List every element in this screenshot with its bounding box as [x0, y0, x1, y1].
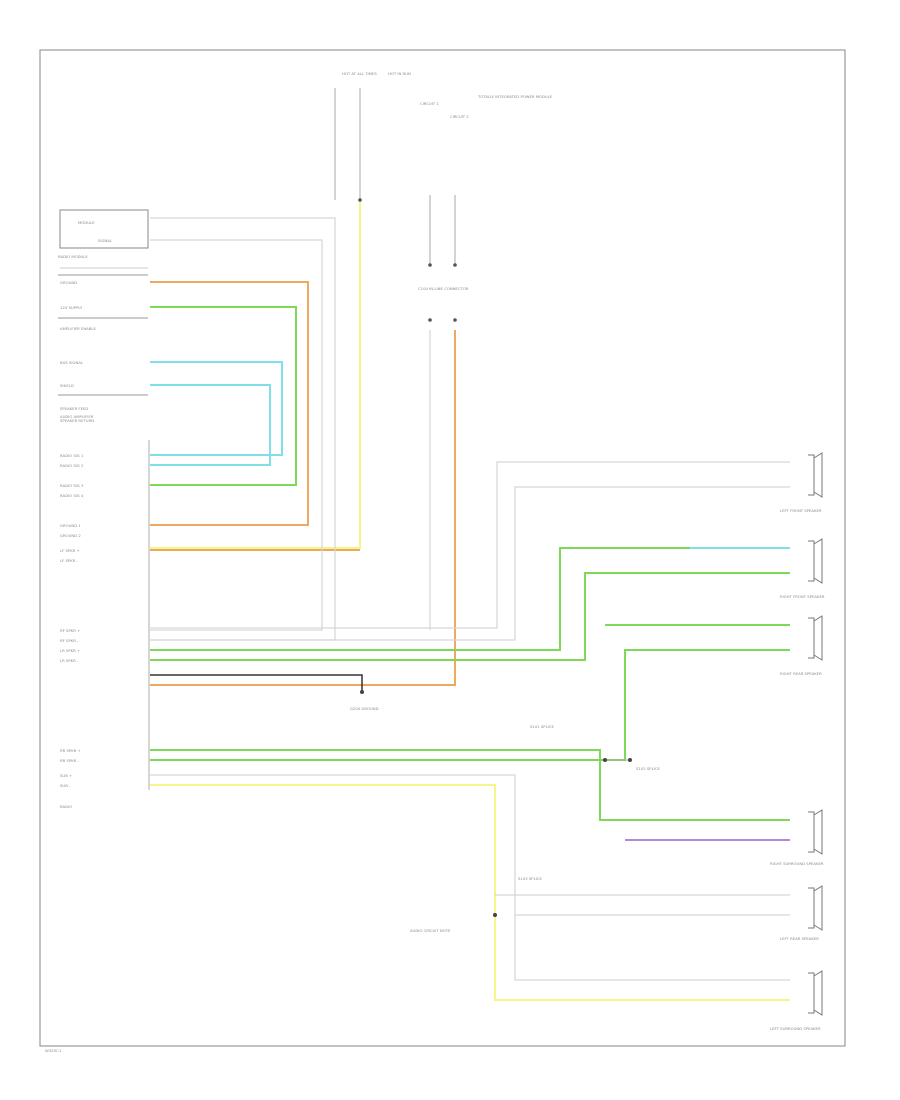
c100-pin-1	[428, 263, 432, 267]
top-right-fuse-label: HOT IN RUN	[388, 71, 411, 76]
pin-label: LR SPKR +	[60, 648, 80, 653]
pin-label: RF SPKR +	[60, 628, 80, 633]
bottom-splice-label: S103 SPLICE	[518, 876, 542, 881]
speaker-label: LEFT REAR SPEAKER	[780, 936, 819, 941]
ticks-left	[58, 274, 148, 396]
wire-c100-top	[429, 195, 456, 265]
wire-green-rf2	[150, 572, 790, 661]
c100-pin-4	[453, 318, 457, 322]
splice-dot-1	[603, 758, 607, 762]
speaker-label: RIGHT REAR SPEAKER	[780, 671, 822, 676]
pin-label: LF SPKR -	[60, 558, 79, 563]
splice-dot-2	[628, 758, 632, 762]
pin-label: SUB +	[60, 773, 72, 778]
wire-cyan-1	[150, 361, 283, 456]
wire-top-black	[334, 88, 361, 200]
left-labels: GROUND 12V SUPPLY AMPLIFIER ENABLE BUS S…	[60, 280, 97, 423]
wire-gray-ls	[150, 774, 790, 981]
pin-label: RR SPKR -	[60, 758, 80, 763]
diagram-frame	[39, 49, 846, 1047]
speaker-icon	[808, 970, 823, 1016]
speaker-icon	[808, 615, 823, 661]
speaker-icon	[808, 538, 823, 584]
speaker-label: RIGHT SURROUND SPEAKER	[770, 861, 824, 866]
top-left-fuse-label: HOT AT ALL TIMES	[342, 71, 377, 76]
c100-label: C100 IN-LINE CONNECTOR	[418, 286, 469, 291]
wire-orange-main	[150, 330, 456, 686]
speaker-label: LEFT FRONT SPEAKER	[780, 508, 822, 513]
c100-pin-3	[428, 318, 432, 322]
bottom-splice-dot	[493, 913, 497, 917]
speaker-icon	[808, 452, 823, 498]
connector-pin-labels: RADIO SIG 1 RADIO SIG 2 RADIO SIG 3 RADI…	[60, 453, 84, 788]
top-box-right-label: CIRCUIT 2	[450, 114, 469, 119]
footer-left-label: RADIO	[60, 804, 72, 809]
splice-lower-label: S102 SPLICE	[636, 766, 660, 771]
pin-label: GROUND 1	[60, 523, 81, 528]
pin-label: RF SPKR -	[60, 638, 79, 643]
top-fuse-pin	[358, 198, 362, 202]
wire-yellow-bottom	[150, 784, 790, 1001]
top-box-left-label: CIRCUIT 1	[420, 101, 439, 106]
wire-orange-top	[150, 281, 309, 526]
pin-label: RADIO SIG 3	[60, 483, 84, 488]
speaker-label: RIGHT FRONT SPEAKER	[780, 594, 825, 599]
ground-label: G200 GROUND	[350, 706, 379, 711]
left-label: 12V SUPPLY	[60, 305, 83, 310]
pin-label: SUB -	[60, 783, 71, 788]
radio-module-lower: SIGNAL	[98, 238, 113, 243]
left-label: SPEAKER FEED	[60, 406, 88, 411]
pin-label: RR SPKR +	[60, 748, 81, 753]
pin-label: GROUND 2	[60, 533, 81, 538]
wire-yellow-main	[150, 200, 361, 549]
radio-module-caption: RADIO MODULE	[58, 254, 88, 259]
wire-green-rf1	[150, 547, 790, 651]
pin-label: LR SPKR -	[60, 658, 79, 663]
pin-label: RADIO SIG 2	[60, 463, 84, 468]
radio-module-upper: MODULE	[78, 220, 95, 225]
wire-gray-lf	[150, 461, 790, 641]
radio-module-box	[59, 209, 149, 249]
splice-upper-label: S101 SPLICE	[530, 724, 554, 729]
left-label: SHIELD	[60, 383, 74, 388]
pin-label: LF SPKR +	[60, 548, 80, 553]
bottom-splice-note: AUDIO CIRCUIT NOTE	[410, 928, 451, 933]
speaker-icon	[808, 885, 823, 931]
wire-cyan-2	[150, 384, 271, 466]
left-label: SPEAKER RETURN	[60, 418, 94, 423]
left-module-caption: AUDIO AMPLIFIER	[60, 414, 94, 419]
pin-label: RADIO SIG 4	[60, 493, 84, 498]
footer-code: W3Z0C1	[45, 1048, 62, 1053]
left-label: BUS SIGNAL	[60, 360, 84, 365]
wire-green-rr1	[150, 749, 790, 821]
ground-node	[360, 690, 364, 694]
speaker-label: LEFT SURROUND SPEAKER	[770, 1026, 821, 1031]
left-label: GROUND	[60, 280, 77, 285]
speaker-icon	[808, 809, 823, 855]
wire-black-ground	[150, 674, 363, 692]
c100-pin-2	[453, 263, 457, 267]
pin-label: RADIO SIG 1	[60, 453, 84, 458]
wire-group	[150, 88, 790, 1001]
wire-green-top	[150, 306, 297, 486]
speaker-group: LEFT FRONT SPEAKER RIGHT FRONT SPEAKER R…	[770, 452, 825, 1031]
wire-green-rr2	[150, 649, 790, 761]
left-label: AMPLIFIER ENABLE	[60, 326, 97, 331]
top-right-note: TOTALLY INTEGRATED POWER MODULE	[477, 94, 553, 99]
